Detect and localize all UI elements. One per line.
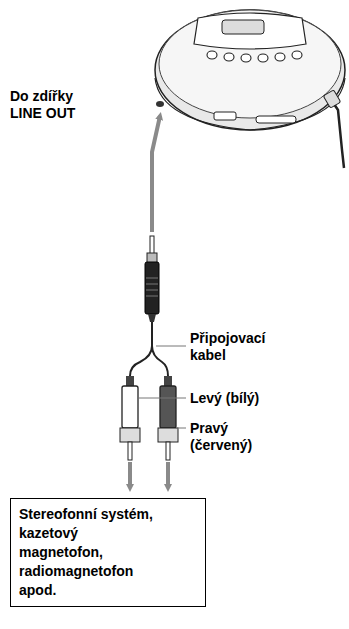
direction-arrow bbox=[152, 116, 160, 232]
box-text: Stereofonní systém, kazetový magnetofon,… bbox=[19, 505, 157, 600]
rca-plug-left bbox=[120, 376, 140, 460]
rca-plug-right bbox=[158, 376, 178, 460]
callout-label: Levý (bílý) bbox=[190, 390, 320, 407]
callout-label: Pravý (červený) bbox=[190, 420, 272, 454]
device-box: Stereofonní systém, kazetový magnetofon,… bbox=[10, 498, 206, 607]
mini-plug bbox=[145, 236, 159, 322]
cd-player bbox=[155, 10, 345, 168]
leader-lines bbox=[139, 346, 186, 428]
callout-label: Připojovací kabel bbox=[190, 330, 290, 364]
direction-arrow bbox=[128, 462, 132, 488]
direction-arrow bbox=[166, 462, 170, 488]
callout-label: Do zdířky LINE OUT bbox=[10, 88, 88, 122]
